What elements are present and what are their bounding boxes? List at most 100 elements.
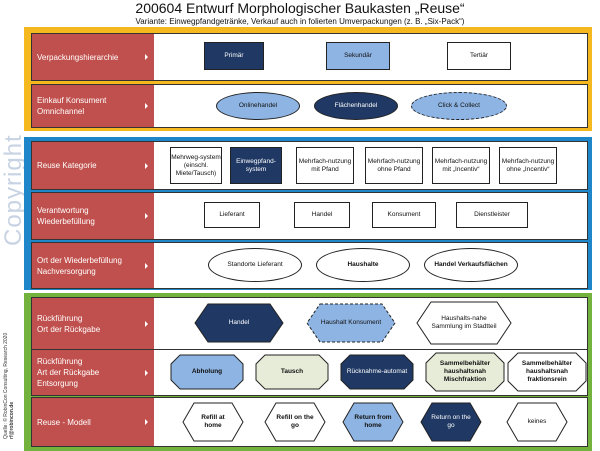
option-mehrfach-ohne-pfand[interactable]: Mehrfach-nutzung ohne Pfand [365, 147, 423, 184]
option-haushaltsnahe-sammlung[interactable]: Haushalts-nahe Sammlung im Stadtteil [416, 301, 512, 345]
row-label-line: Nachversorgung [37, 266, 96, 276]
hexagon-shape [264, 402, 326, 442]
option-primaer[interactable]: Primär [204, 42, 264, 70]
option-handel-rueckgabe[interactable]: Handel [194, 303, 284, 343]
option-haushalt-konsument[interactable]: Haushalt Konsument [306, 303, 396, 343]
oct-label: Sammelbehälter haushaltsnah fraktionsrei… [521, 360, 573, 383]
row-label: Ort der Wiederbefüllung Nachversorgung [32, 243, 142, 288]
oct-label: Tausch [280, 368, 304, 375]
row-content: Refill at home Refill on the go Return f… [142, 398, 587, 446]
octagon-shape [507, 352, 587, 392]
credits-email: rf@robincon.de [9, 401, 15, 439]
hexagon-shape [194, 303, 284, 343]
option-tausch[interactable]: Tausch [255, 354, 329, 390]
row-label-line: Einkauf Konsument [37, 96, 107, 105]
option-konsument[interactable]: Konsument [372, 202, 436, 228]
option-flaechenhandel[interactable]: Flächenhandel [314, 92, 398, 120]
row-label-line: Verantwortung [37, 206, 89, 215]
row-label-line: Reuse Kategorie [37, 161, 97, 170]
row-label-line: Ort der Wiederbefüllung [37, 255, 122, 265]
row-label-line: Entsorgung [37, 379, 78, 388]
row-label: Verantwortung Wiederbefüllung [32, 193, 142, 239]
row-einkauf-konsument: Einkauf Konsument Omnichannel Onlinehand… [31, 84, 588, 128]
row-label: Verpackungshierarchie [32, 34, 142, 80]
option-onlinehandel[interactable]: Onlinehandel [216, 92, 300, 120]
row-content: Handel Haushalt Konsument Haushalts-nahe… [142, 298, 587, 349]
octagon-shape [170, 354, 244, 390]
option-handel[interactable]: Handel [294, 202, 350, 228]
row-reuse-modell: Reuse - Modell Refill at home Refill on … [31, 397, 588, 447]
oct-label: Sammelbehälter haushaltsnah Mischfraktio… [439, 360, 491, 383]
hexagon-shape [182, 402, 244, 442]
hexagon-shape [342, 402, 404, 442]
row-label-line: Art der Rückgabe [37, 368, 100, 377]
row-ort-wiederbefuellung: Ort der Wiederbefüllung Nachversorgung S… [31, 242, 588, 289]
row-label-line: Rückführung [37, 357, 83, 366]
option-lieferant[interactable]: Lieferant [204, 202, 260, 228]
hexagon-shape [416, 301, 512, 345]
row-content: Abholung Tausch Rücknahme-automat Sammel… [142, 350, 587, 395]
octagon-shape [340, 354, 414, 390]
row-label: Reuse - Modell [32, 398, 142, 446]
row-label: Rückführung Art der Rückgabe Entsorgung [32, 350, 142, 395]
option-mehrfach-ohne-incentiv[interactable]: Mehrfach-nutzung ohne „Incentiv“ [499, 147, 557, 184]
row-content: Mehrweg-system (einschl. Miete/Tausch) E… [142, 142, 587, 189]
row-label-line: Wiederbefüllung [37, 217, 95, 226]
option-sekundaer[interactable]: Sekundär [326, 42, 390, 70]
option-sammelbehaelter-misch[interactable]: Sammelbehälter haushaltsnah Mischfraktio… [425, 352, 505, 392]
option-einwegpfandsystem[interactable]: Einwegpfand-system [230, 147, 282, 184]
option-mehrfach-mit-incentiv[interactable]: Mehrfach-nutzung mit „Incentiv“ [432, 147, 490, 184]
row-verpackungshierarchie: Verpackungshierarchie Primär Sekundär Te… [31, 33, 588, 81]
row-verantwortung: Verantwortung Wiederbefüllung Lieferant … [31, 192, 588, 240]
row-label: Einkauf Konsument Omnichannel [32, 85, 142, 127]
hexagon-shape [420, 402, 482, 442]
option-abholung[interactable]: Abholung [170, 354, 244, 390]
option-dienstleister[interactable]: Dienstleister [456, 202, 528, 228]
row-label: Reuse Kategorie [32, 142, 142, 189]
hexagon-shape [506, 402, 568, 442]
option-refill-at-home[interactable]: Refill at home [182, 402, 244, 442]
oct-label: Rücknahme-automat [346, 368, 408, 375]
hex-label: Handel [228, 319, 250, 326]
row-content: Standorte Lieferant Haushalte Handel Ver… [142, 243, 587, 288]
option-handel-verkaufsflaechen[interactable]: Handel Verkaufsflächen [424, 248, 518, 282]
row-label: Rückführung Ort der Rückgabe [32, 298, 142, 349]
option-tertiaer[interactable]: Tertiär [447, 42, 511, 70]
option-return-from-home[interactable]: Return from home [342, 402, 404, 442]
row-label-line: Verpackungshierarchie [37, 52, 119, 62]
option-refill-on-the-go[interactable]: Refill on the go [264, 402, 326, 442]
option-mehrfach-mit-pfand[interactable]: Mehrfach-nutzung mit Pfand [296, 147, 354, 184]
row-rueckfuehrung-art: Rückführung Art der Rückgabe Entsorgung … [31, 349, 588, 396]
page-subtitle: Variante: Einwegpfandgetränke, Verkauf a… [135, 17, 465, 26]
option-ruecknahmeautomat[interactable]: Rücknahme-automat [340, 354, 414, 390]
option-click-collect[interactable]: Click & Collect [411, 92, 507, 120]
row-content: Lieferant Handel Konsument Dienstleister [142, 193, 587, 239]
hex-label: keines [527, 418, 547, 425]
hex-label: Refill on the go [276, 414, 314, 429]
octagon-shape [425, 352, 505, 392]
hex-label: Haushalt Konsument [320, 319, 382, 326]
row-reuse-kategorie: Reuse Kategorie Mehrweg-system (einschl.… [31, 141, 588, 190]
source-credits: Quelle: © RobinCon Consulting, Research … [3, 309, 15, 439]
oct-label: Abholung [191, 368, 223, 375]
row-label-line: Omnichannel [37, 107, 85, 116]
option-keines[interactable]: keines [506, 402, 568, 442]
row-label-line: Reuse - Modell [37, 417, 91, 427]
hexagon-shape [306, 303, 396, 343]
option-haushalte[interactable]: Haushalte [316, 248, 410, 282]
option-standorte-lieferant[interactable]: Standorte Lieferant [208, 248, 302, 282]
hex-label: Return on the go [431, 414, 471, 429]
option-sammelbehaelter-rein[interactable]: Sammelbehälter haushaltsnah fraktionsrei… [507, 352, 587, 392]
option-mehrwegsystem[interactable]: Mehrweg-system (einschl. Miete/Tausch) [170, 147, 222, 184]
row-content: Primär Sekundär Tertiär [142, 34, 587, 80]
hex-label: Haushalts-nahe Sammlung im Stadtteil [431, 315, 497, 330]
row-label-line: Ort der Rückgabe [37, 324, 101, 334]
option-return-on-the-go[interactable]: Return on the go [420, 402, 482, 442]
row-label-line: Rückführung [37, 313, 83, 323]
hex-label: Return from home [354, 414, 392, 429]
octagon-shape [255, 354, 329, 390]
hex-label: Refill at home [201, 414, 225, 429]
row-rueckfuehrung-ort: Rückführung Ort der Rückgabe Handel Haus… [31, 297, 588, 350]
page-title: 200604 Entwurf Morphologischer Baukasten… [135, 0, 465, 16]
row-content: Onlinehandel Flächenhandel Click & Colle… [142, 85, 587, 127]
